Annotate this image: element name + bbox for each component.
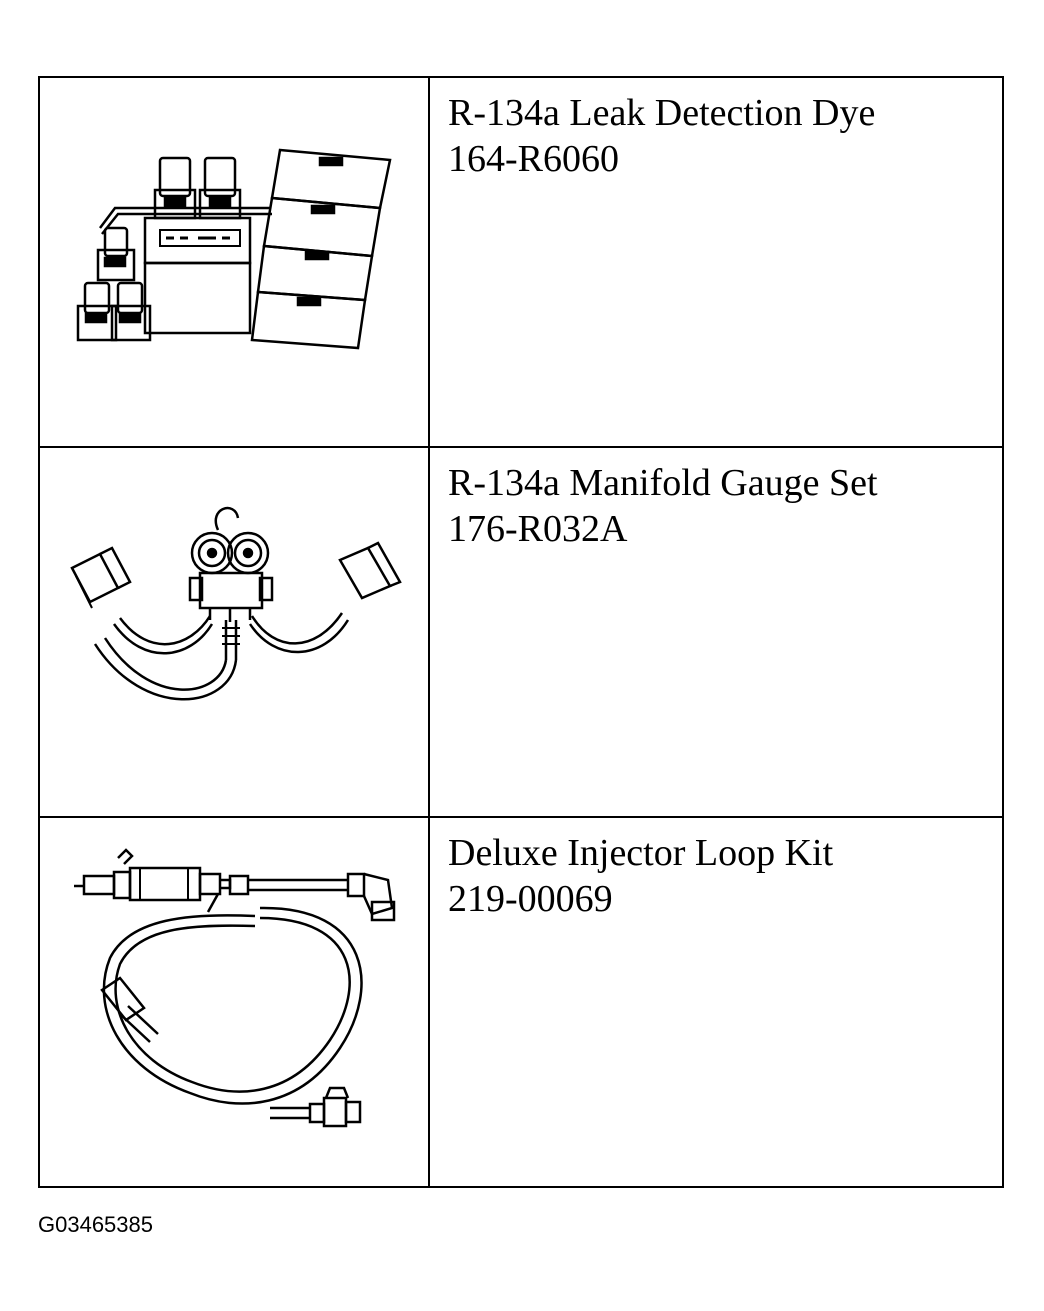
table-row: R-134a Leak Detection Dye 164-R6060	[40, 78, 1002, 448]
leak-dye-kit-illustration	[76, 148, 392, 350]
tool-table: R-134a Leak Detection Dye 164-R6060	[38, 76, 1004, 1188]
tool-illustration-cell	[40, 78, 430, 446]
table-row: Deluxe Injector Loop Kit 219-00069	[40, 818, 1002, 1188]
injector-loop-kit-illustration	[74, 848, 396, 1128]
tool-description: R-134a Manifold Gauge Set 176-R032A	[430, 448, 1002, 816]
tool-name: R-134a Leak Detection Dye	[448, 92, 876, 134]
tool-description: R-134a Leak Detection Dye 164-R6060	[430, 78, 1002, 446]
tool-part-number: 176-R032A	[448, 508, 628, 550]
tool-name: Deluxe Injector Loop Kit	[448, 832, 834, 874]
tool-description: Deluxe Injector Loop Kit 219-00069	[430, 818, 1002, 1188]
tool-name: R-134a Manifold Gauge Set	[448, 462, 878, 504]
manifold-gauge-illustration	[70, 506, 402, 701]
tool-part-number: 219-00069	[448, 878, 613, 920]
tool-illustration-cell	[40, 818, 430, 1188]
tool-part-number: 164-R6060	[448, 138, 619, 180]
table-row: R-134a Manifold Gauge Set 176-R032A	[40, 448, 1002, 818]
tool-illustration-cell	[40, 448, 430, 816]
figure-id: G03465385	[38, 1212, 153, 1237]
